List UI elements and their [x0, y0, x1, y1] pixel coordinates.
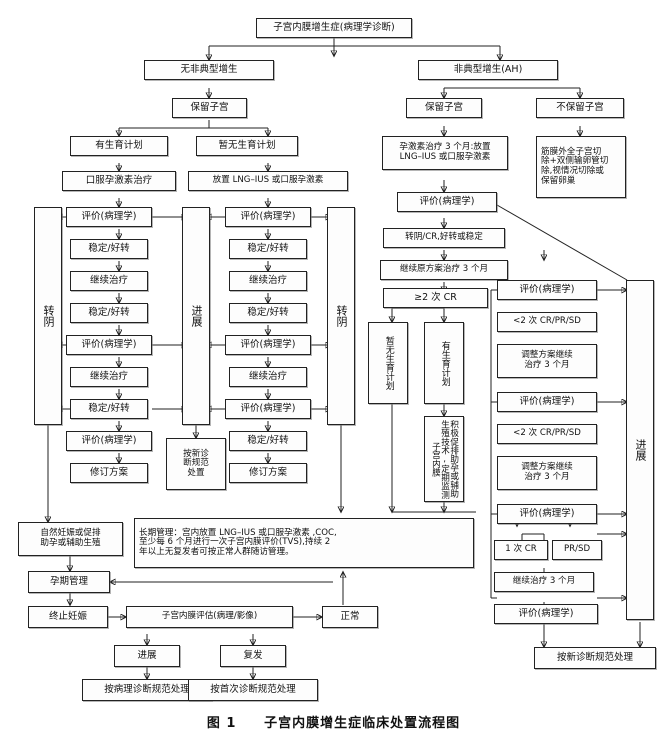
- node-mid-stable-3: 稳定/好转: [229, 431, 307, 451]
- node-mid-continue-2: 继续治疗: [229, 367, 307, 387]
- node-oral-progestin: 口服孕激素治疗: [62, 171, 176, 191]
- node-no-keep-uterus: 不保留子宫: [536, 98, 624, 118]
- node-recurrence: 复发: [220, 645, 286, 667]
- node-rc-adjust-b: 调整方案继续 治疗 3 个月: [497, 456, 597, 490]
- node-by-first-dx: 按首次诊断规范处理: [188, 679, 318, 701]
- node-rc-eval-c: 评价(病理学): [497, 504, 597, 524]
- node-terminate: 终止妊娠: [28, 606, 108, 628]
- node-rc-new-standard: 按新诊断规范处理: [534, 647, 656, 669]
- node-no-fertility-plan-left: 暂无生育计划: [196, 136, 298, 156]
- node-rc-adjust-a: 调整方案继续 治疗 3 个月: [497, 344, 597, 378]
- node-ge2-cr: ≥2 次 CR: [383, 288, 488, 308]
- node-mid-eval-1: 评价(病理学): [225, 207, 311, 227]
- caption-title: 子宫内膜增生症临床处置流程图: [264, 716, 461, 731]
- node-progression-right: 进展: [626, 280, 654, 620]
- node-rc-continue-3m: 继续治疗 3 个月: [494, 572, 594, 592]
- node-rc-lt2-cr-a: <2 次 CR/PR/SD: [497, 312, 597, 332]
- node-pregnancy: 自然妊娠或促排 助孕或辅助生殖: [18, 522, 123, 556]
- node-left-stable-1: 稳定/好转: [70, 239, 148, 259]
- node-prenatal-mgmt: 孕期管理: [28, 571, 110, 593]
- node-rc-lt2-cr-b: <2 次 CR/PR/SD: [497, 424, 597, 444]
- node-continue-orig-3m: 继续原方案治疗 3 个月: [380, 260, 508, 280]
- node-atypical: 非典型增生(AH): [418, 60, 558, 80]
- node-art: 积极促排助孕或辅助生殖技术,定期监测子宫内膜: [424, 416, 464, 502]
- node-mid-revise: 修订方案: [229, 463, 307, 483]
- node-no-fertility-plan-right: 暂无生育计划: [368, 322, 408, 404]
- node-fertility-plan-right: 有生育计划: [424, 322, 464, 404]
- node-surgery: 筋膜外全子宫切 除+双侧输卵管切 除,视情况切除或 保留卵巢: [536, 136, 626, 198]
- node-rc-eval-d: 评价(病理学): [494, 604, 598, 624]
- node-cr-improve: 转阴/CR,好转或稳定: [383, 228, 505, 248]
- node-normal: 正常: [322, 606, 378, 628]
- node-right-eval-1: 评价(病理学): [397, 192, 497, 212]
- node-progression-bottom: 进展: [114, 645, 180, 667]
- node-left-eval-2: 评价(病理学): [66, 335, 152, 355]
- figure-caption: 图 1 子宫内膜增生症临床处置流程图: [0, 712, 667, 731]
- node-fertility-plan-left: 有生育计划: [70, 136, 168, 156]
- node-left-stable-3: 稳定/好转: [70, 399, 148, 419]
- node-no-atypia: 无非典型增生: [144, 60, 274, 80]
- node-left-revise: 修订方案: [70, 463, 148, 483]
- node-mid-new-standard: 按新诊 断规范 处置: [166, 438, 226, 490]
- node-mid-stable-1: 稳定/好转: [229, 239, 307, 259]
- node-left-stable-2: 稳定/好转: [70, 303, 148, 323]
- node-negative-left: 转阴: [34, 207, 62, 425]
- node-keep-uterus-right: 保留子宫: [406, 98, 482, 118]
- node-rc-eval-b: 评价(病理学): [497, 392, 597, 412]
- node-left-eval-3: 评价(病理学): [66, 431, 152, 451]
- node-lng-ius-or-oral: 放置 LNG–IUS 或口服孕激素: [188, 171, 348, 191]
- node-left-continue-1: 继续治疗: [70, 271, 148, 291]
- node-progestin-3m: 孕激素治疗 3 个月:放置 LNG–IUS 或口服孕激素: [382, 136, 508, 170]
- caption-label: 图 1: [206, 716, 237, 731]
- node-mid-stable-2: 稳定/好转: [229, 303, 307, 323]
- node-rc-pr-sd: PR/SD: [552, 540, 602, 560]
- node-long-term-mgmt: 长期管理：宫内放置 LNG–IUS 或口服孕激素 ,COC, 至少每 6 个月进…: [134, 518, 474, 568]
- node-keep-uterus-left: 保留子宫: [172, 98, 247, 118]
- node-progression-left: 进展: [182, 207, 210, 425]
- node-mid-eval-3: 评价(病理学): [225, 399, 311, 419]
- node-rc-one-cr: 1 次 CR: [494, 540, 548, 560]
- node-mid-continue-1: 继续治疗: [229, 271, 307, 291]
- node-root: 子宫内膜增生症(病理学诊断): [256, 18, 412, 38]
- node-left-eval-1: 评价(病理学): [66, 207, 152, 227]
- node-negative-mid: 转阴: [327, 207, 355, 425]
- node-rc-eval-a: 评价(病理学): [497, 280, 597, 300]
- node-endometrium-eval: 子宫内膜评估(病理/影像): [126, 606, 293, 628]
- node-left-continue-2: 继续治疗: [70, 367, 148, 387]
- node-mid-eval-2: 评价(病理学): [225, 335, 311, 355]
